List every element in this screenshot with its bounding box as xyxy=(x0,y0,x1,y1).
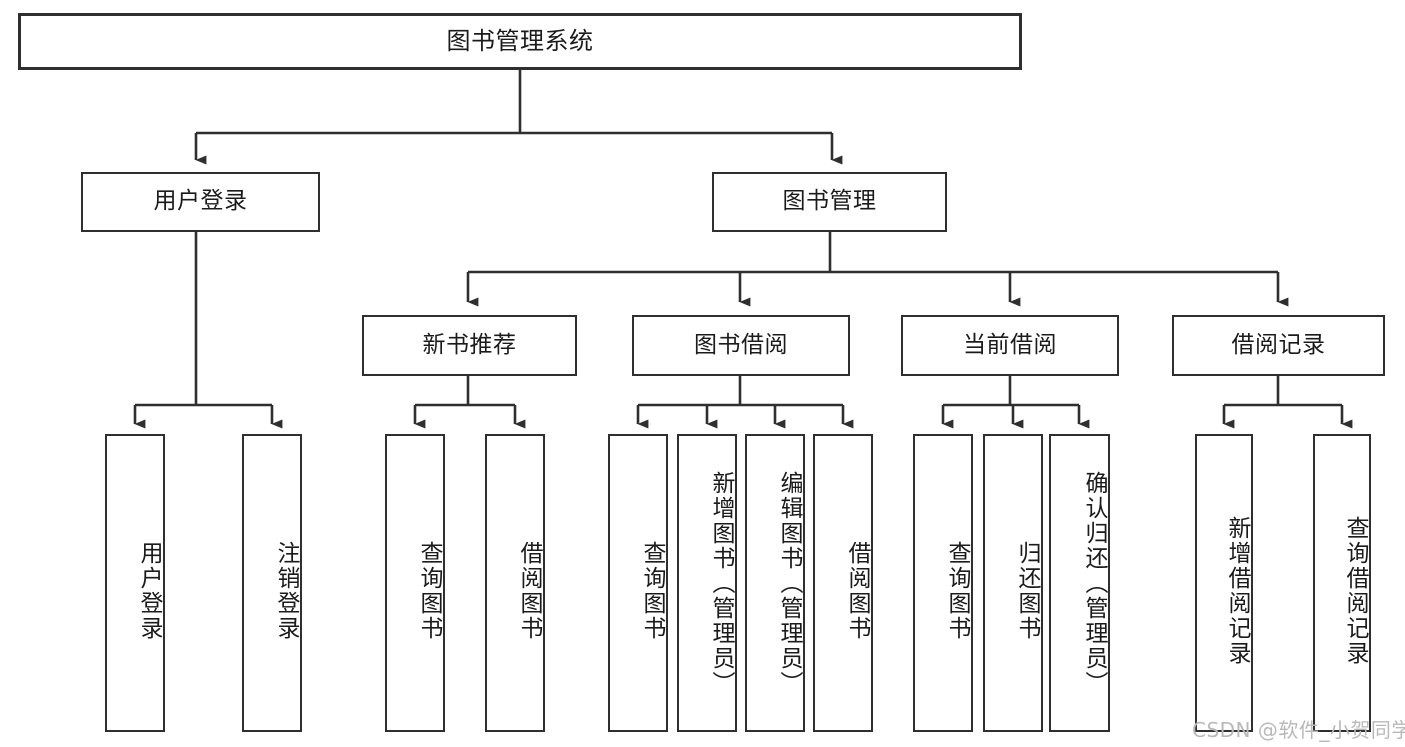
node-label: 新增借阅记录 xyxy=(1224,516,1250,666)
node-label: 查询图书 xyxy=(639,541,665,641)
node-label: 查询图书 xyxy=(944,541,970,641)
node-current-borrow[interactable]: 当前借阅 xyxy=(901,315,1119,376)
node-borrow-book-1[interactable]: 借阅图书 xyxy=(485,434,545,732)
node-user-login[interactable]: 用户登录 xyxy=(81,172,320,232)
node-new-book-recommend[interactable]: 新书推荐 xyxy=(362,315,577,376)
node-query-book-2[interactable]: 查询图书 xyxy=(608,434,668,732)
node-label: 新增图书（管理员） xyxy=(708,470,734,696)
node-book-manage[interactable]: 图书管理 xyxy=(712,172,947,232)
node-label: 当前借阅 xyxy=(963,331,1057,358)
csdn-watermark: CSDN @软件_小贺同学 xyxy=(1192,718,1405,742)
node-label: 图书管理系统 xyxy=(446,27,594,56)
node-book-borrow[interactable]: 图书借阅 xyxy=(632,315,850,376)
node-label: 用户登录 xyxy=(136,541,162,641)
node-root-system[interactable]: 图书管理系统 xyxy=(18,13,1022,70)
node-add-book[interactable]: 新增图书（管理员） xyxy=(677,434,737,732)
node-label: 确认归还（管理员） xyxy=(1081,470,1107,696)
node-label: 借阅图书 xyxy=(844,541,870,641)
node-query-book-1[interactable]: 查询图书 xyxy=(385,434,445,732)
node-do-user-login[interactable]: 用户登录 xyxy=(105,434,165,732)
node-query-book-3[interactable]: 查询图书 xyxy=(913,434,973,732)
node-label: 图书借阅 xyxy=(694,331,788,358)
node-borrow-book-2[interactable]: 借阅图书 xyxy=(813,434,873,732)
node-label: 用户登录 xyxy=(153,188,248,215)
node-label: 查询图书 xyxy=(416,541,442,641)
node-return-book[interactable]: 归还图书 xyxy=(983,434,1043,732)
node-query-borrow-record[interactable]: 查询借阅记录 xyxy=(1313,434,1371,732)
node-borrow-record[interactable]: 借阅记录 xyxy=(1172,315,1385,376)
node-label: 新书推荐 xyxy=(422,331,517,358)
node-label: 编辑图书（管理员） xyxy=(776,470,802,696)
node-label: 归还图书 xyxy=(1014,541,1040,641)
node-label: 图书管理 xyxy=(782,188,877,215)
node-logout-login[interactable]: 注销登录 xyxy=(242,434,302,732)
node-edit-book[interactable]: 编辑图书（管理员） xyxy=(745,434,805,732)
node-label: 借阅记录 xyxy=(1231,331,1326,358)
node-label: 注销登录 xyxy=(273,541,299,641)
node-label: 借阅图书 xyxy=(516,541,542,641)
node-confirm-return[interactable]: 确认归还（管理员） xyxy=(1049,434,1110,732)
node-label: 查询借阅记录 xyxy=(1342,516,1368,666)
node-add-borrow-record[interactable]: 新增借阅记录 xyxy=(1195,434,1253,732)
